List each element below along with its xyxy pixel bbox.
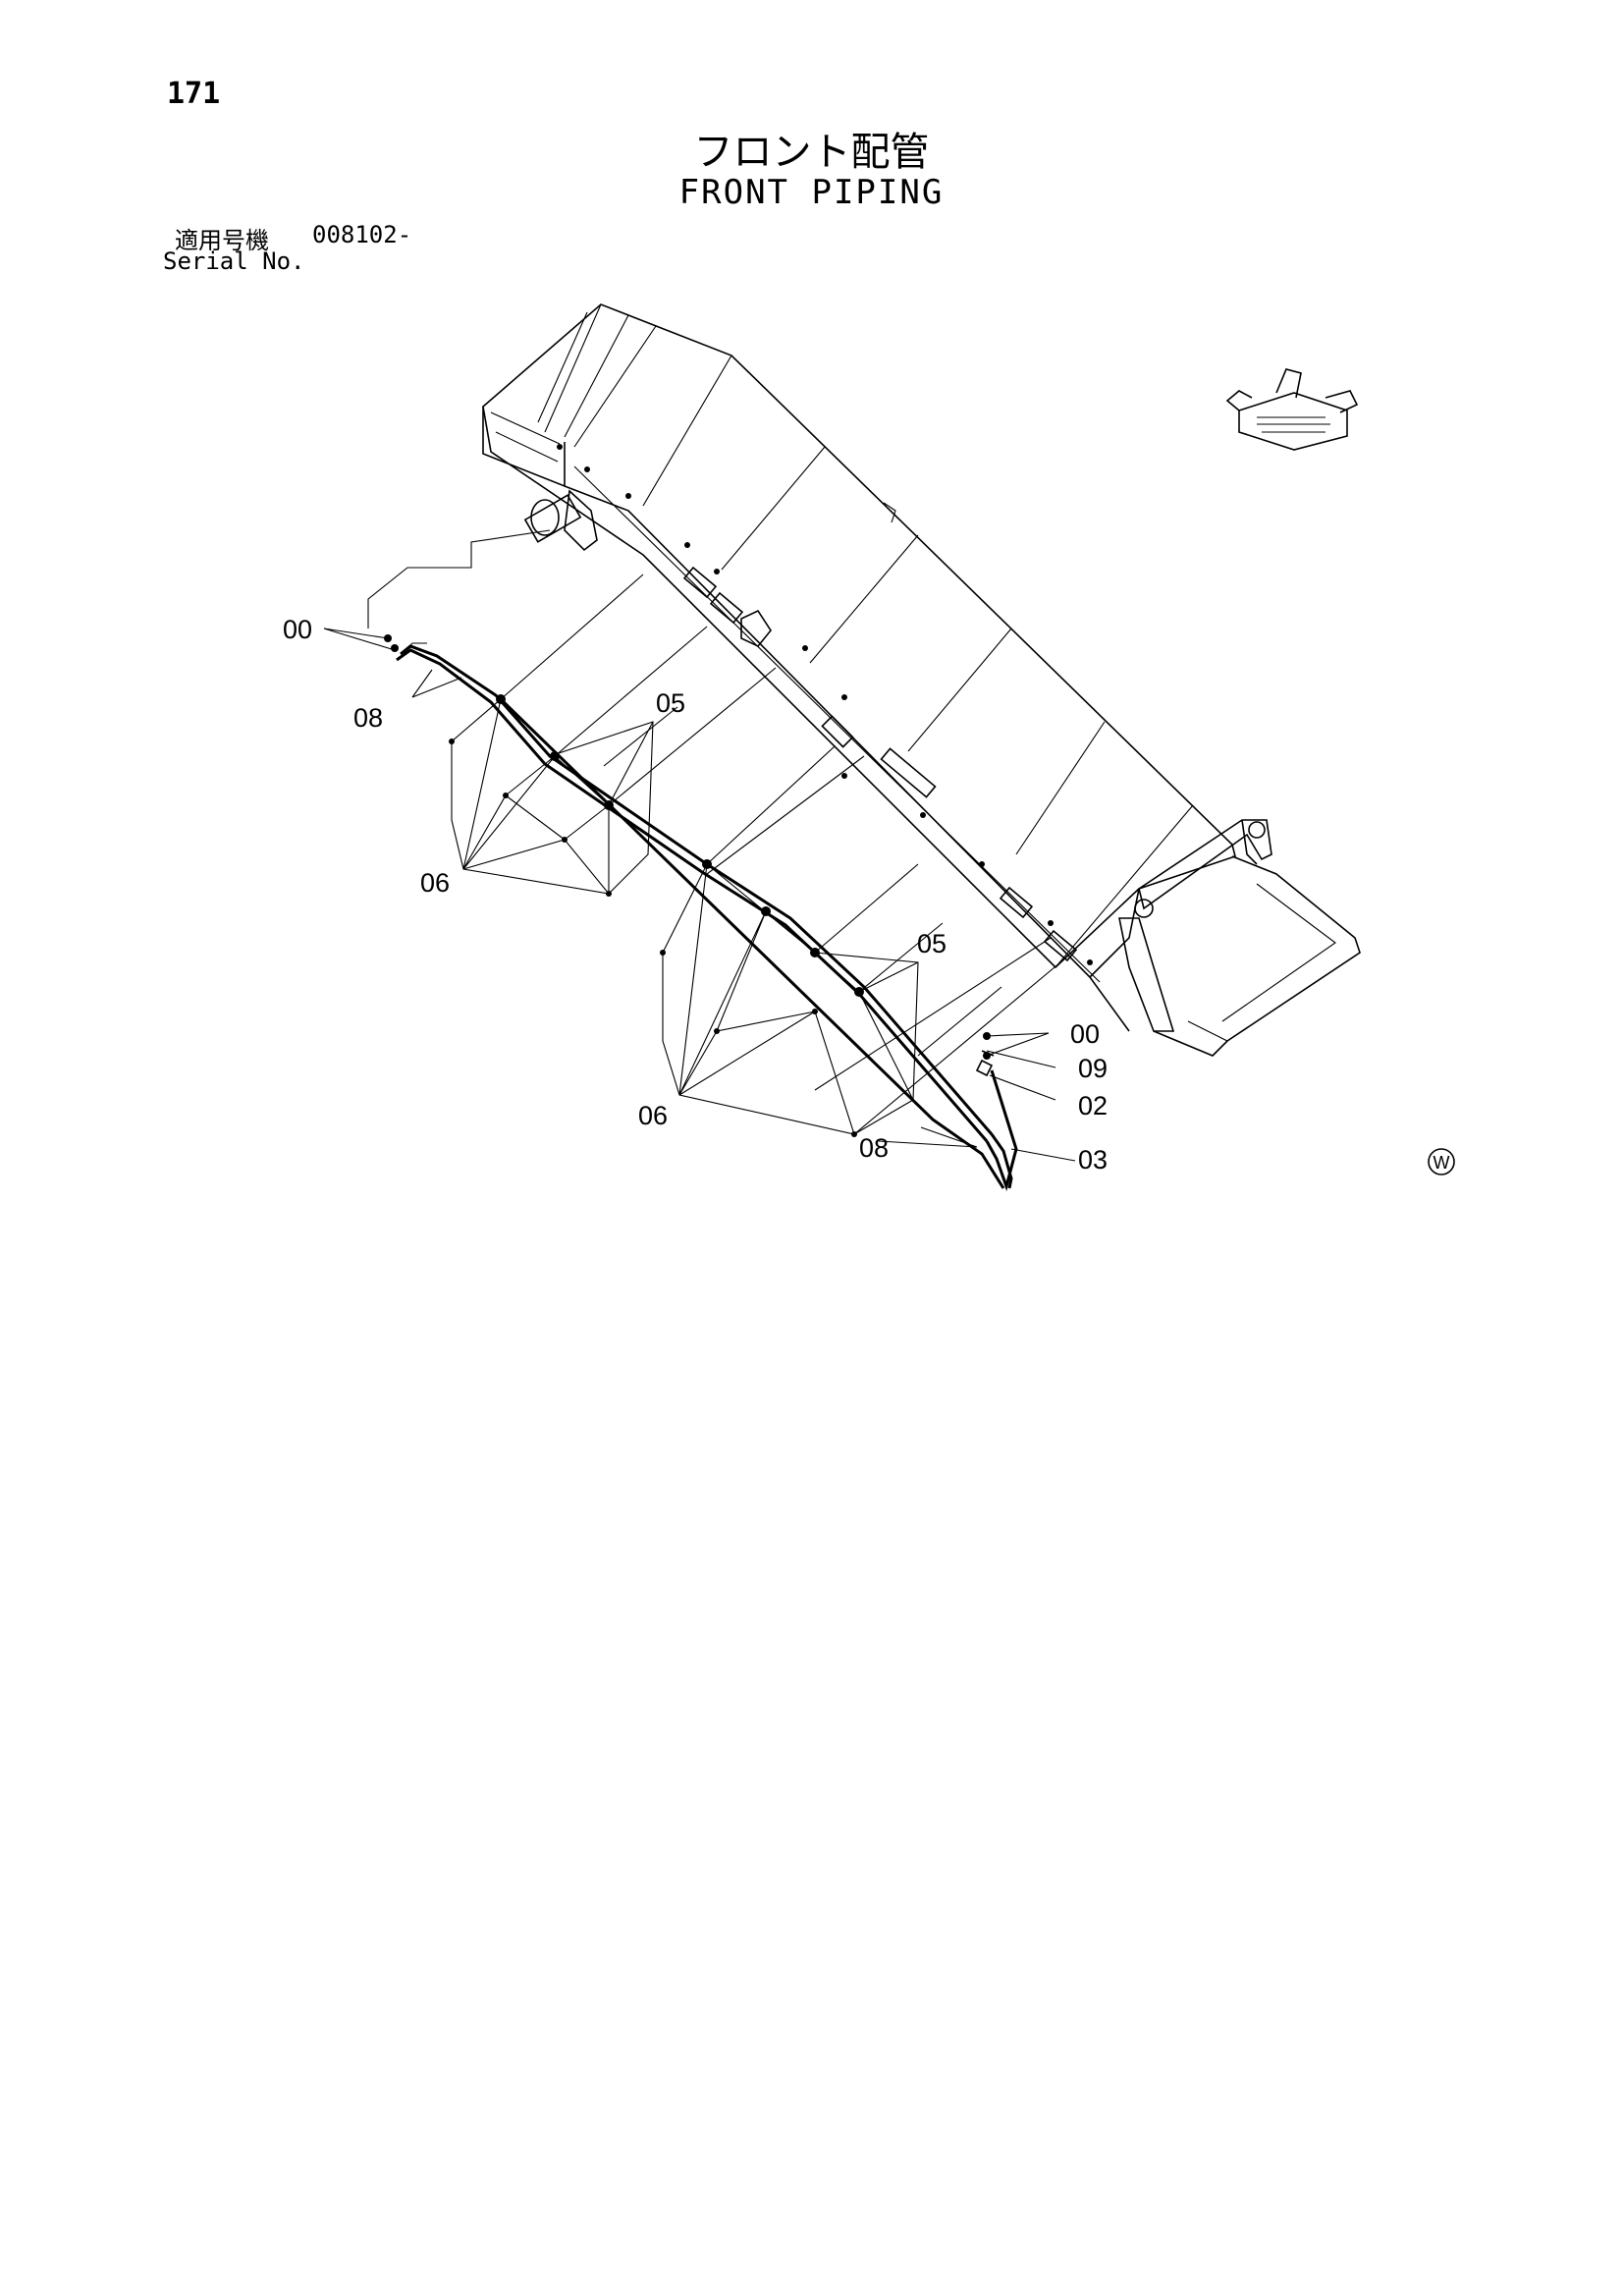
callout-08-upper: 08 [353,703,383,733]
clamp-group-lower [660,859,919,1137]
leader-lines [367,529,1061,1135]
machine-thumbnail-icon [1225,368,1359,451]
callout-arrows [323,628,1076,1162]
callout-02: 02 [1078,1091,1108,1121]
clamp-group-upper [449,694,654,897]
callout-08-lower: 08 [859,1133,889,1163]
page-number: 171 [167,77,221,111]
page-title-japanese: フロント配管 [693,130,930,175]
callout-05-lower: 05 [917,929,947,958]
serial-label-japanese: 適用号機 [175,227,269,254]
mark-letter: W [1434,1153,1450,1173]
callout-06-lower: 06 [638,1101,668,1130]
callout-00-lower: 00 [1070,1019,1100,1049]
callout-00-upper: 00 [283,615,312,644]
page-title: FRONT PIPING [678,173,945,212]
callout-06-upper: 06 [420,868,450,898]
callout-05-upper: 05 [656,688,685,718]
serial-number-value: 008102- [312,221,412,248]
circled-w-mark: W [1428,1148,1455,1175]
serial-label: Serial No. [163,247,305,275]
callout-03: 03 [1078,1145,1108,1175]
boom-assembly [482,303,1361,1057]
callout-09: 09 [1078,1054,1108,1083]
